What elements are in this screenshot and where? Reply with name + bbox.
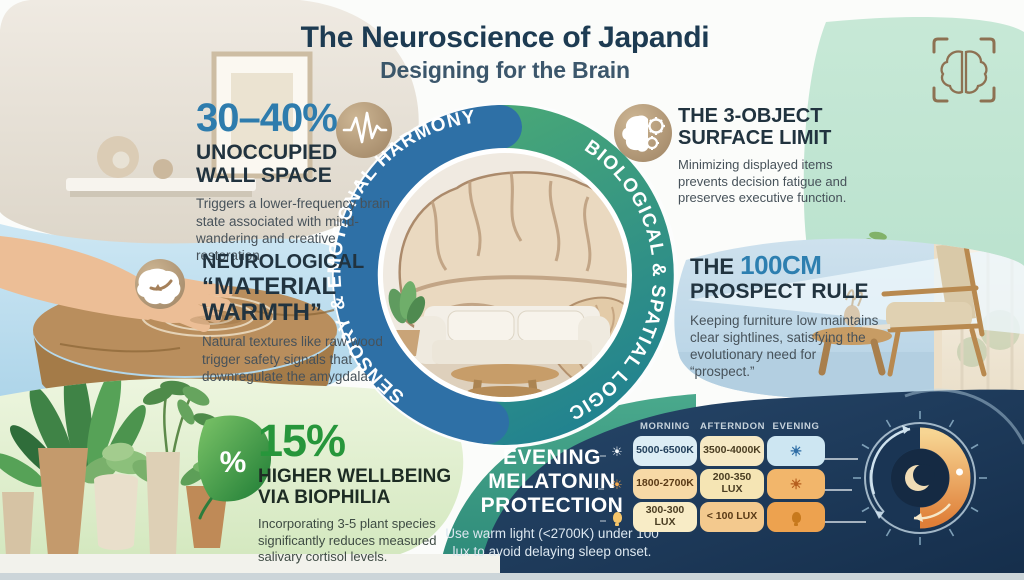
card-body: Minimizing displayed items prevents deci… [678, 157, 848, 206]
stat-value: 15% [258, 415, 346, 466]
cycle-arrows [869, 425, 951, 522]
table-cell: 200-350 LUX [700, 469, 764, 499]
card-title: HIGHER WELLBEING VIA BIOPHILIA [258, 466, 452, 508]
low-coffee-table [812, 289, 892, 376]
card-body: Natural textures like raw wood trigger s… [202, 334, 383, 384]
table-cell: < 100 LUX [700, 502, 764, 532]
floor-strip [0, 554, 500, 576]
crescent-moon-clock-dial-icon [853, 411, 987, 545]
brain-scan-frame-icon [932, 37, 996, 103]
prospect-room-photo [674, 238, 1024, 401]
fingers [160, 278, 233, 332]
pulse-wave-icon [336, 102, 392, 158]
round-coffee-table [451, 364, 559, 397]
card-body: Use warm light (<2700K) under 100 lux to… [445, 526, 659, 559]
card-body: Triggers a lower-frequency brain state a… [196, 196, 390, 264]
card-surface-limit: THE 3-OBJECT SURFACE LIMIT Minimizing di… [678, 105, 858, 207]
ring-left-segment [333, 105, 522, 444]
col-header-afternoon: AFTERNDON [700, 421, 766, 432]
bottom-edge-strip [0, 573, 1024, 580]
biophilia-plants-photo [0, 378, 464, 562]
light-guidance-table: MORNING AFTERNDON EVENING ☀ 5000-6500K 3… [604, 421, 825, 532]
table-cell: 3500-4000K [700, 436, 764, 466]
card-unoccupied-wall-space: 30–40% UNOCCUPIED WALL SPACE Triggers a … [196, 98, 404, 264]
brain-gears-icon [614, 104, 672, 162]
card-prospect-rule: THE 100CM PROSPECT RULE Keeping furnitur… [690, 250, 880, 381]
header: The Neuroscience of Japandi Designing fo… [250, 22, 760, 84]
floating-shelf [66, 178, 256, 191]
card-title: THE 100CM PROSPECT RULE [690, 250, 869, 303]
table-cell: 5000-6500K [633, 436, 697, 466]
card-title: NEUROLOGICAL “MATERIAL WARMTH” [202, 251, 365, 326]
page-title: The Neuroscience of Japandi [300, 21, 710, 54]
table-cell: 1800-2700K [633, 469, 697, 499]
sun-icon: ☀ [767, 469, 825, 499]
card-body: Keeping furniture low maintains clear si… [690, 312, 879, 380]
svg-text:%: % [220, 446, 247, 479]
card-material-warmth: NEUROLOGICAL “MATERIAL WARMTH” Natural t… [202, 251, 392, 385]
plant-pots [2, 448, 228, 556]
sun-icon: ☀ [611, 443, 623, 459]
ring-right-segment [465, 104, 674, 445]
sphere-vase [153, 159, 173, 179]
hand-on-wood-illustration [0, 224, 384, 412]
sun-icon: ☀ [611, 476, 623, 492]
col-header-morning: MORNING [639, 421, 691, 432]
brain-living-room-scene [383, 153, 627, 397]
clock-ticks [853, 411, 987, 545]
table-cell: 300-300 LUX [633, 502, 697, 532]
brain-arrow-icon [135, 259, 185, 309]
connector-lines [822, 458, 866, 523]
stat-value: 30–40% [196, 96, 338, 140]
lightbulb-icon [604, 502, 630, 532]
card-title: EVENING MELATONIN PROTECTION [480, 446, 624, 518]
armchair [881, 242, 987, 377]
card-title: UNOCCUPIED WALL SPACE [196, 141, 338, 187]
central-ring-diagram: SENSORY & EMOTIONAL HARMONY BIOLOGICAL &… [324, 102, 678, 448]
card-title: THE 3-OBJECT SURFACE LIMIT [678, 105, 832, 149]
plant-leaves [0, 378, 146, 487]
col-header-evening: EVENING [772, 421, 820, 432]
leaf-percent-icon: % [197, 415, 272, 520]
sun-icon: ☀ [767, 436, 825, 466]
page-subtitle: Designing for the Brain [380, 56, 630, 83]
night-arc [869, 427, 921, 529]
lightbulb-icon [767, 502, 825, 532]
card-body: Incorporating 3-5 plant species signific… [258, 516, 437, 565]
sofa [414, 306, 610, 364]
card-melatonin: EVENING MELATONIN PROTECTION Use warm li… [438, 446, 666, 560]
crescent-moon-icon [905, 464, 935, 491]
card-biophilia: 15% HIGHER WELLBEING VIA BIOPHILIA Incor… [258, 418, 463, 566]
